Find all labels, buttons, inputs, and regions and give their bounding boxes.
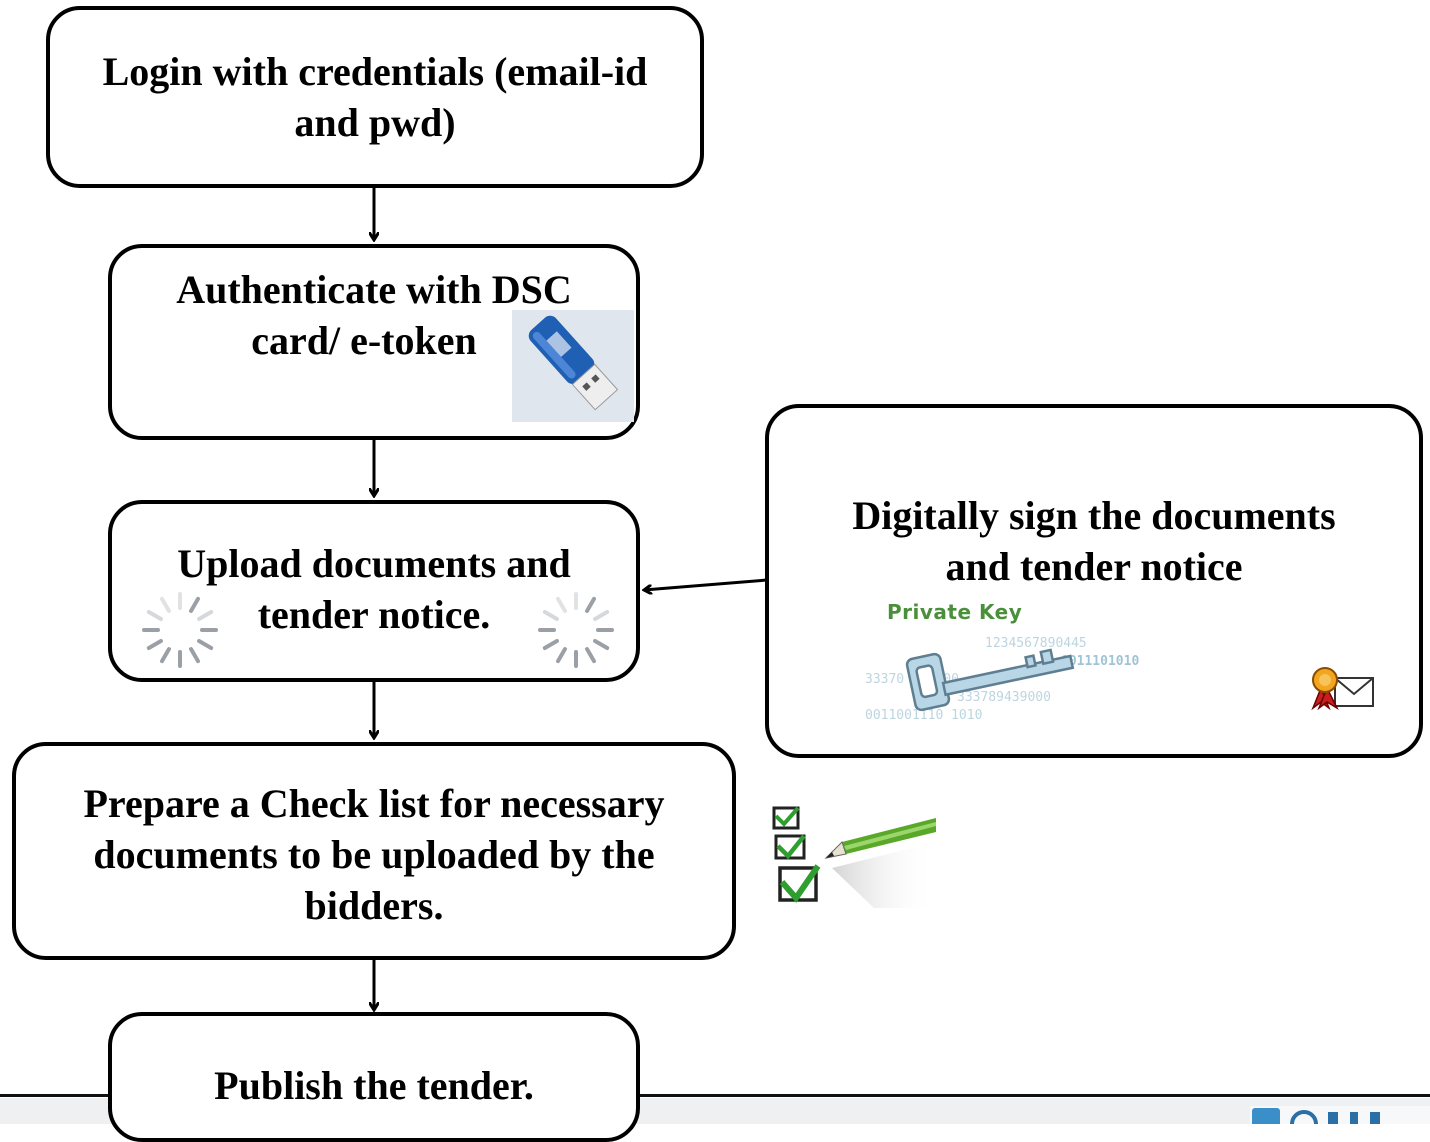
step-login-line-1: Login with credentials (email-id: [102, 49, 648, 94]
step-authenticate-box: Authenticate with DSC card/ e-token: [108, 244, 640, 440]
step-authenticate-line-1: Authenticate with DSC: [176, 267, 572, 312]
step-upload-line-1: Upload documents and: [177, 541, 571, 586]
step-authenticate-line-2: card/ e-token: [251, 318, 477, 363]
loading-spinner-icon: [142, 592, 218, 668]
step-checklist-line-2: documents to be uploaded by the: [93, 832, 655, 877]
private-key-image: Private Key 1234567890445 0011101010 333…: [865, 600, 1205, 730]
step-login-line-2: and pwd): [294, 100, 456, 145]
step-sign-line-2: and tender notice: [945, 544, 1243, 589]
step-checklist-line-3: bidders.: [304, 883, 444, 928]
private-key-label: Private Key: [887, 600, 1023, 624]
private-key-digits-5: 0011001110 1010: [865, 708, 983, 723]
step-sign-line-1: Digitally sign the documents: [852, 493, 1336, 538]
private-key-digits-2: 0011101010: [1061, 654, 1140, 669]
step-upload-box: Upload documents and tender notice.: [108, 500, 640, 682]
step-checklist-box: Prepare a Check list for necessary docum…: [12, 742, 736, 960]
step-upload-line-2: tender notice.: [257, 592, 491, 637]
private-key-digits-1: 1234567890445: [985, 636, 1087, 651]
corner-logo-fragment: [1250, 1106, 1430, 1124]
step-publish-box: Publish the tender.: [108, 1012, 640, 1142]
certificate-mail-icon: [1311, 667, 1374, 711]
step-login-box: Login with credentials (email-id and pwd…: [46, 6, 704, 188]
private-key-icon: [905, 648, 1075, 712]
step-publish-line-1: Publish the tender.: [214, 1063, 534, 1108]
checklist-pen-icon: [772, 806, 936, 908]
footer-divider: [0, 1094, 1430, 1097]
arrow-sign-to-upload: [644, 578, 768, 590]
private-key-digits-4: 333789439000: [957, 690, 1051, 705]
loading-spinner-icon: [538, 592, 614, 668]
step-sign-box: Digitally sign the documents and tender …: [765, 404, 1423, 758]
usb-token-icon: [512, 310, 634, 422]
step-checklist-line-1: Prepare a Check list for necessary: [83, 781, 665, 826]
